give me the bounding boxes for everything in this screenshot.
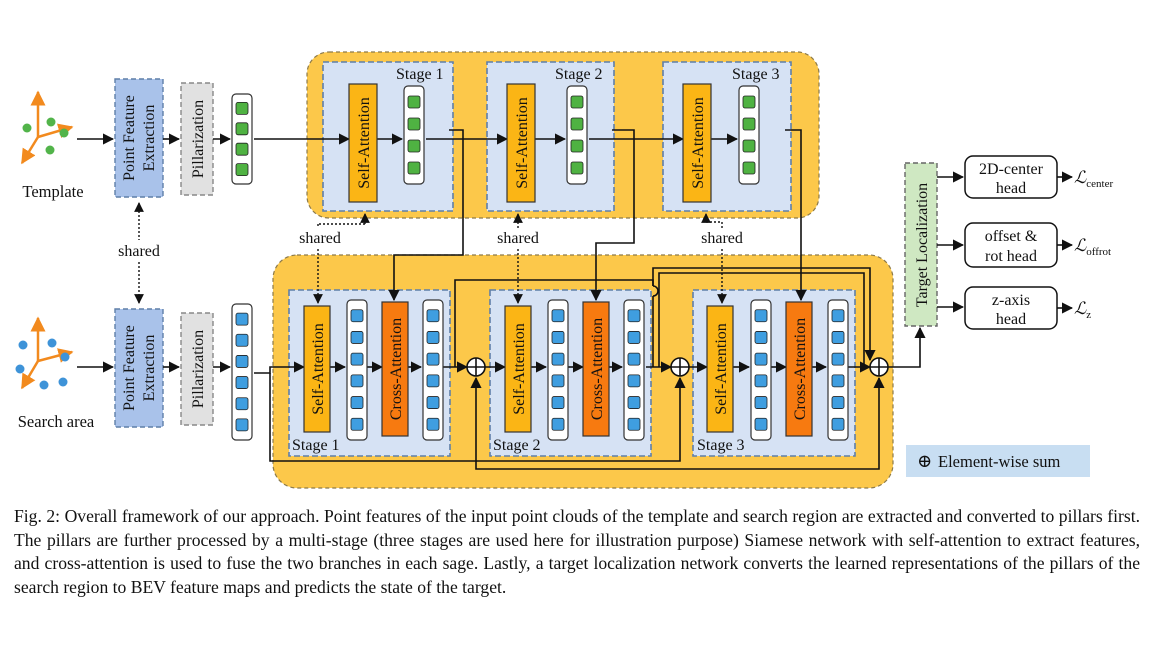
loss-center-sub: center <box>1086 178 1113 190</box>
template-pillar-features <box>231 93 253 185</box>
target-localization-label: Target Localization <box>914 183 931 307</box>
search-point-cloud-icon <box>15 316 74 390</box>
search-point-feature-label-2: Extraction <box>141 335 158 402</box>
shared-label-stage-2: shared <box>497 230 539 247</box>
search-self-attention-3 <box>706 305 734 433</box>
template-self-attention-3 <box>682 83 712 203</box>
template-self-attention-2 <box>506 83 536 203</box>
sum-1-icon <box>466 357 486 377</box>
sum-3-icon <box>869 357 889 377</box>
target-localization-box <box>904 162 938 327</box>
head-z-axis-line2: head <box>996 311 1026 328</box>
search-cross-attention-2 <box>582 301 610 437</box>
search-stage-1-ca-features <box>422 299 444 441</box>
head-2d-center-line1: 2D-center <box>979 161 1044 178</box>
search-self-attention-2-label: Self-Attention <box>511 323 528 415</box>
loss-z-sub: z <box>1086 309 1091 321</box>
search-stage-3-sa-features <box>750 299 772 441</box>
legend-box <box>906 445 1090 477</box>
head-2d-center-line2: head <box>996 180 1026 197</box>
head-z-axis-line1: z-axis <box>992 292 1030 309</box>
template-stage-1-box <box>322 61 454 212</box>
template-pillarization-label: Pillarization <box>190 100 207 178</box>
loss-offrot-symbol: ℒ <box>1074 236 1087 255</box>
search-self-attention-1-label: Self-Attention <box>310 323 327 415</box>
legend-symbol: ⊕ <box>917 451 932 471</box>
template-stage-3-features <box>738 85 760 185</box>
figure-caption: Fig. 2: Overall framework of our approac… <box>14 506 1140 597</box>
svg-text:ℒz: ℒz <box>1074 299 1091 321</box>
search-stage-2-ca-features <box>623 299 645 441</box>
feature-columns <box>231 85 849 441</box>
template-point-feature-box <box>114 78 164 198</box>
template-self-attention-1-label: Self-Attention <box>356 97 373 189</box>
template-stage-1-label: Stage 1 <box>396 66 444 83</box>
framework-diagram: Stage 1 Stage 2 Stage 3 Stage 1 Stage 2 … <box>15 51 1113 489</box>
search-pillar-features <box>231 303 253 441</box>
search-stage-3-ca-features <box>827 299 849 441</box>
search-stage-2-label: Stage 2 <box>493 437 541 454</box>
legend-text: Element-wise sum <box>938 452 1061 471</box>
template-stage-2-box <box>486 61 615 212</box>
template-stage-2-label: Stage 2 <box>555 66 603 83</box>
search-point-feature-label-1: Point Feature <box>121 325 138 411</box>
search-self-attention-3-label: Self-Attention <box>713 323 730 415</box>
search-stage-1-label: Stage 1 <box>292 437 340 454</box>
shared-label-extraction: shared <box>118 243 160 260</box>
template-input-label: Template <box>22 182 83 201</box>
sum-2-icon <box>670 357 690 377</box>
template-stage-3-box <box>662 61 792 212</box>
template-point-feature-label-1: Point Feature <box>121 95 138 181</box>
template-point-feature-label-2: Extraction <box>141 105 158 172</box>
search-cross-attention-3 <box>785 301 813 437</box>
search-point-feature-box <box>114 308 164 428</box>
loss-z-symbol: ℒ <box>1074 299 1087 318</box>
template-stage-1-features <box>403 85 425 185</box>
template-stage-2-features <box>566 85 588 185</box>
search-stage-3-label: Stage 3 <box>697 437 745 454</box>
shared-label-stage-3: shared <box>701 230 743 247</box>
template-point-cloud-icon <box>20 90 74 165</box>
template-stage-3-label: Stage 3 <box>732 66 780 83</box>
template-self-attention-3-label: Self-Attention <box>690 97 707 189</box>
template-self-attention-2-label: Self-Attention <box>514 97 531 189</box>
search-self-attention-2 <box>504 305 532 433</box>
shared-label-stage-1: shared <box>299 230 341 247</box>
search-cross-attention-2-label: Cross-Attention <box>589 318 606 420</box>
search-self-attention-1 <box>303 305 331 433</box>
head-offset-rot-line1: offset & <box>985 228 1038 245</box>
search-cross-attention-3-label: Cross-Attention <box>792 318 809 420</box>
search-stage-1-sa-features <box>346 299 368 441</box>
search-input-label: Search area <box>18 412 95 431</box>
search-pillarization-box <box>180 312 214 426</box>
search-stage-2-sa-features <box>547 299 569 441</box>
search-cross-attention-1-label: Cross-Attention <box>388 318 405 420</box>
search-pillarization-label: Pillarization <box>190 330 207 408</box>
svg-text:ℒcenter: ℒcenter <box>1074 168 1113 190</box>
head-offset-rot-line2: rot head <box>985 248 1037 265</box>
loss-center-symbol: ℒ <box>1074 168 1087 187</box>
search-cross-attention-1 <box>381 301 409 437</box>
loss-offrot-sub: offrot <box>1086 246 1111 258</box>
svg-text:ℒoffrot: ℒoffrot <box>1074 236 1111 258</box>
template-self-attention-1 <box>348 83 378 203</box>
